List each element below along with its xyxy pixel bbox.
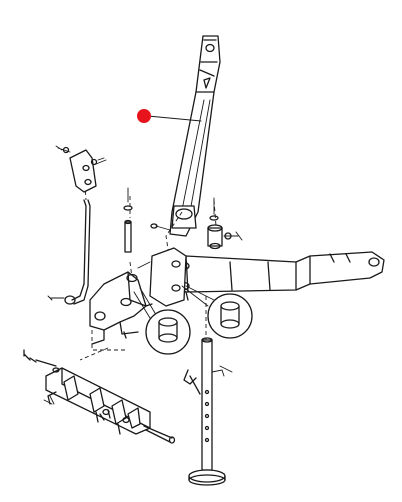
callout-leader-line — [147, 115, 202, 122]
hitch-pin-clip[interactable] — [183, 369, 201, 395]
drawbar-assembly[interactable] — [23, 349, 176, 444]
control-rod[interactable] — [47, 199, 91, 305]
lift-link-upper-arm[interactable] — [169, 35, 221, 237]
pin-set-upper[interactable] — [123, 187, 243, 253]
jack-stand-post[interactable] — [188, 337, 233, 486]
detail-leaders — [133, 285, 219, 319]
upper-bracket[interactable] — [55, 145, 107, 193]
lower-link-arm[interactable] — [173, 251, 385, 301]
callout-marker[interactable] — [137, 109, 202, 123]
bushing-detail-circle-1[interactable] — [145, 309, 191, 355]
bushing-detail-circle-2[interactable] — [207, 293, 253, 339]
red-callout-dot[interactable] — [137, 109, 151, 123]
clevis-pin-left[interactable] — [47, 391, 57, 405]
rockshaft-arm-assembly[interactable] — [89, 247, 187, 345]
